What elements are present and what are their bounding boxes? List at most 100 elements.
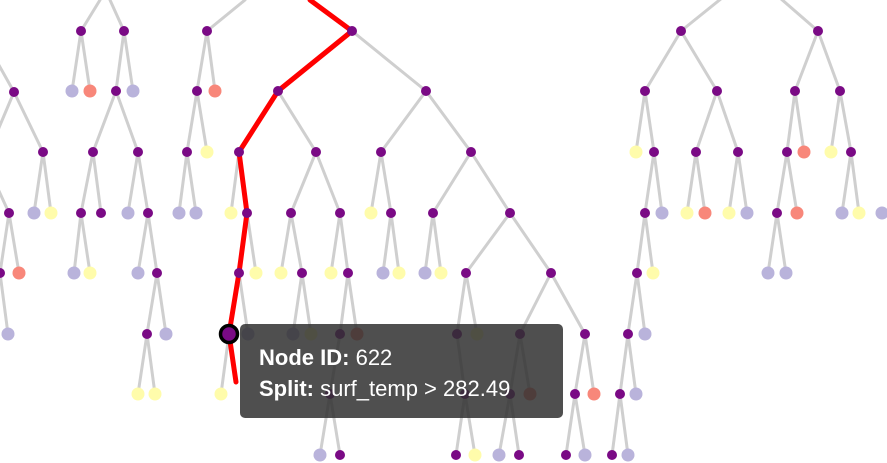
tree-leaf-node[interactable] — [835, 206, 849, 220]
tree-leaf-node[interactable] — [629, 387, 643, 401]
tree-split-node[interactable] — [343, 268, 353, 278]
tree-split-node[interactable] — [286, 208, 296, 218]
tree-split-node[interactable] — [451, 450, 461, 460]
tree-leaf-node[interactable] — [418, 266, 432, 280]
tree-split-node[interactable] — [691, 147, 701, 157]
tree-split-node[interactable] — [505, 208, 515, 218]
tree-leaf-node[interactable] — [1, 327, 15, 341]
tree-leaf-node[interactable] — [824, 145, 838, 159]
tree-split-node[interactable] — [623, 329, 633, 339]
tree-split-node[interactable] — [111, 86, 121, 96]
tree-split-node[interactable] — [192, 86, 202, 96]
tree-leaf-node[interactable] — [646, 266, 660, 280]
tree-leaf-node[interactable] — [324, 266, 338, 280]
selected-node[interactable] — [218, 323, 240, 345]
tree-leaf-node[interactable] — [12, 266, 26, 280]
tree-split-node[interactable] — [607, 450, 617, 460]
tree-split-node[interactable] — [133, 147, 143, 157]
tree-split-node[interactable] — [376, 147, 386, 157]
tree-leaf-node[interactable] — [83, 266, 97, 280]
tree-split-node[interactable] — [514, 450, 524, 460]
tree-split-node[interactable] — [813, 26, 823, 36]
tree-leaf-node[interactable] — [67, 266, 81, 280]
tree-leaf-node[interactable] — [779, 266, 793, 280]
tree-leaf-node[interactable] — [852, 206, 866, 220]
tree-split-node[interactable] — [9, 87, 19, 97]
tree-split-node[interactable] — [142, 329, 152, 339]
tree-split-node[interactable] — [640, 86, 650, 96]
tree-split-node[interactable] — [835, 86, 845, 96]
tree-leaf-node[interactable] — [638, 327, 652, 341]
tree-split-node[interactable] — [96, 208, 106, 218]
tree-split-node[interactable] — [580, 329, 590, 339]
tree-split-node[interactable] — [466, 147, 476, 157]
tree-leaf-node[interactable] — [172, 206, 186, 220]
tree-split-node[interactable] — [182, 147, 192, 157]
tree-split-node[interactable] — [119, 26, 129, 36]
tree-leaf-node[interactable] — [376, 266, 390, 280]
tree-leaf-node[interactable] — [83, 84, 97, 98]
tree-leaf-node[interactable] — [587, 387, 601, 401]
tree-leaf-node[interactable] — [468, 448, 482, 462]
tree-leaf-node[interactable] — [722, 206, 736, 220]
tree-split-node[interactable] — [846, 147, 856, 157]
tree-leaf-node[interactable] — [224, 206, 238, 220]
tree-leaf-node[interactable] — [740, 206, 754, 220]
tree-split-node[interactable] — [712, 86, 722, 96]
tree-split-node[interactable] — [76, 208, 86, 218]
tree-split-node[interactable] — [335, 450, 345, 460]
tree-leaf-node[interactable] — [249, 266, 263, 280]
tree-split-node[interactable] — [676, 26, 686, 36]
tree-split-node[interactable] — [202, 26, 212, 36]
tree-split-node[interactable] — [421, 86, 431, 96]
tree-split-node[interactable] — [4, 208, 14, 218]
tree-split-node[interactable] — [570, 389, 580, 399]
tree-split-node[interactable] — [428, 208, 438, 218]
tree-leaf-node[interactable] — [313, 448, 327, 462]
tree-split-node[interactable] — [640, 208, 650, 218]
tree-leaf-node[interactable] — [797, 145, 811, 159]
tree-split-node[interactable] — [297, 268, 307, 278]
tree-split-node[interactable] — [772, 208, 782, 218]
tree-split-node[interactable] — [782, 147, 792, 157]
tree-split-node[interactable] — [335, 208, 345, 218]
tree-split-node[interactable] — [76, 26, 86, 36]
tree-split-node[interactable] — [632, 268, 642, 278]
tree-leaf-node[interactable] — [492, 448, 506, 462]
tree-split-node[interactable] — [546, 268, 556, 278]
tree-leaf-node[interactable] — [790, 206, 804, 220]
tree-leaf-node[interactable] — [121, 206, 135, 220]
tree-leaf-node[interactable] — [27, 206, 41, 220]
tree-split-node[interactable] — [311, 147, 321, 157]
tree-leaf-node[interactable] — [214, 387, 228, 401]
tree-split-node[interactable] — [561, 450, 571, 460]
tree-split-node[interactable] — [615, 389, 625, 399]
tree-leaf-node[interactable] — [621, 448, 635, 462]
tree-leaf-node[interactable] — [655, 206, 669, 220]
tree-leaf-node[interactable] — [159, 327, 173, 341]
tree-split-node[interactable] — [38, 147, 48, 157]
tree-split-node[interactable] — [790, 86, 800, 96]
tree-leaf-node[interactable] — [364, 206, 378, 220]
tree-leaf-node[interactable] — [131, 266, 145, 280]
tree-leaf-node[interactable] — [200, 145, 214, 159]
tree-leaf-node[interactable] — [148, 387, 162, 401]
tree-leaf-node[interactable] — [392, 266, 406, 280]
tree-leaf-node[interactable] — [44, 206, 58, 220]
tree-leaf-node[interactable] — [761, 266, 775, 280]
tree-leaf-node[interactable] — [126, 84, 140, 98]
tree-split-node[interactable] — [347, 26, 357, 36]
tree-split-node[interactable] — [0, 268, 5, 278]
tree-split-node[interactable] — [273, 86, 283, 96]
tree-split-node[interactable] — [461, 268, 471, 278]
tree-leaf-node[interactable] — [65, 84, 79, 98]
tree-split-node[interactable] — [152, 268, 162, 278]
tree-split-node[interactable] — [234, 147, 244, 157]
tree-split-node[interactable] — [242, 208, 252, 218]
tree-split-node[interactable] — [649, 147, 659, 157]
tree-split-node[interactable] — [234, 268, 244, 278]
tree-leaf-node[interactable] — [578, 448, 592, 462]
tree-leaf-node[interactable] — [698, 206, 712, 220]
tree-split-node[interactable] — [88, 147, 98, 157]
tree-leaf-node[interactable] — [131, 387, 145, 401]
